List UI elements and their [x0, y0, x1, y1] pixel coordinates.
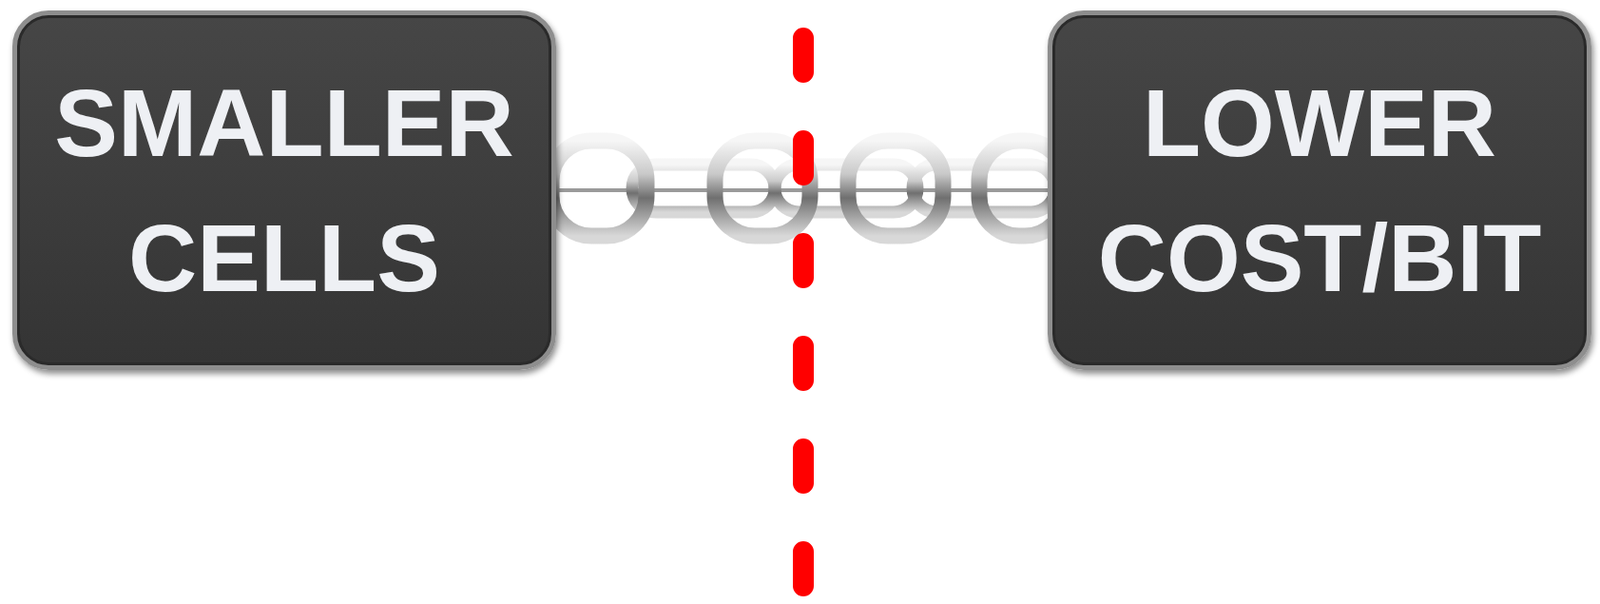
- divider-line: [792, 38, 814, 604]
- process-box: LOWER COST/BIT: [1047, 10, 1592, 370]
- box-label: SMALLER CELLS: [34, 55, 535, 326]
- box-label: LOWER COST/BIT: [1069, 55, 1570, 326]
- chain-link: [551, 140, 647, 236]
- chain-link: [848, 140, 944, 236]
- process-box: SMALLER CELLS: [12, 10, 557, 370]
